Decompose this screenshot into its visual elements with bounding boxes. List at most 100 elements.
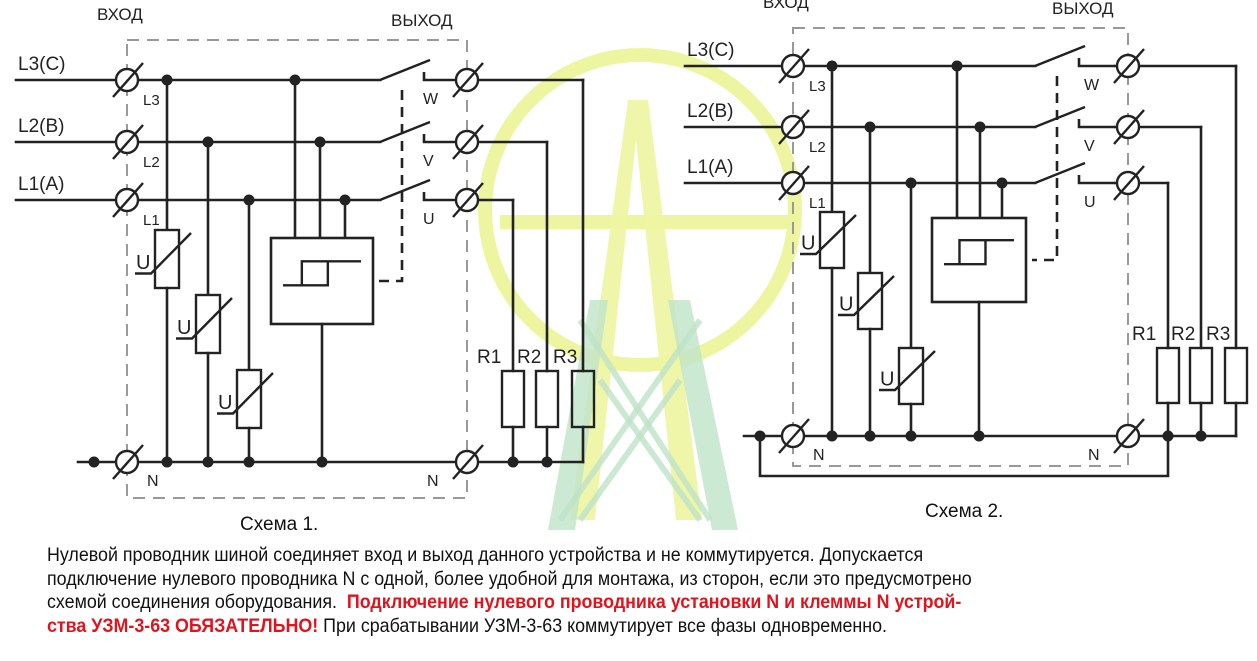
resistor-icon <box>534 369 560 429</box>
switch-blade <box>1034 105 1086 129</box>
input-terminal-icon <box>112 124 144 160</box>
output-terminal-label: W <box>423 91 439 108</box>
terminal-slash <box>778 109 810 145</box>
switch-contact-icon <box>1034 161 1115 185</box>
relay-block-icon <box>269 236 375 326</box>
varistor-symbol: U <box>880 369 894 391</box>
varistor-symbol: U <box>136 252 150 274</box>
input-terminal-label: L3 <box>809 78 826 95</box>
varistor-icon: U <box>135 228 192 290</box>
terminal-slash <box>778 165 810 201</box>
description-line-2: подключение нулевого проводника N с одно… <box>47 568 972 590</box>
terminal-slash <box>112 444 144 480</box>
switch-blade <box>1034 161 1086 185</box>
junction-dot <box>507 456 519 468</box>
supply-line-label: L1(A) <box>687 157 733 178</box>
input-header: ВХОД <box>763 0 809 12</box>
switch-blade <box>1034 44 1086 68</box>
switch-blade <box>379 120 431 144</box>
terminal-slash <box>112 62 144 98</box>
terminal-slash <box>1113 109 1145 145</box>
resistor-icon <box>1188 346 1214 405</box>
watermark-tower-top <box>570 100 702 520</box>
neutral-output-terminal-icon <box>452 444 484 480</box>
description-trip-note: При срабатывании УЗМ-3-63 коммутирует вс… <box>323 615 888 637</box>
input-terminal-label: L1 <box>809 195 826 212</box>
load-label: R3 <box>553 347 577 368</box>
varistor-icon: U <box>838 271 895 331</box>
output-header: ВЫХОД <box>1052 0 1114 18</box>
varistor-icon: U <box>176 293 233 355</box>
switch-contact-icon <box>379 58 460 82</box>
hysteresis-upper <box>283 260 361 287</box>
terminal-slash <box>1113 48 1145 84</box>
neutral-input-terminal-icon <box>112 444 144 480</box>
switch-fixed-contact <box>422 134 460 144</box>
varistor-nonlinear-mark <box>217 372 274 415</box>
junction-dot <box>541 456 553 468</box>
terminal-slash <box>112 124 144 160</box>
input-terminal-icon <box>112 62 144 98</box>
neutral-input-terminal-icon <box>778 418 810 454</box>
input-terminal-label: L2 <box>143 154 160 171</box>
neutral-input-label: N <box>147 473 159 490</box>
varistor-nonlinear-mark <box>879 350 936 392</box>
device-frame-dashed <box>126 39 468 499</box>
supply-line-label: L2(B) <box>18 116 64 137</box>
neutral-output-label: N <box>427 473 439 490</box>
hysteresis-lower <box>301 261 330 287</box>
varistor-nonlinear-mark <box>838 275 895 317</box>
junction-dot <box>88 456 100 468</box>
switch-contact-icon <box>379 120 460 144</box>
description-normal: схемой соединения оборудования. <box>47 592 337 613</box>
varistor-symbol: U <box>839 294 853 316</box>
terminal-slash <box>452 182 484 218</box>
output-terminal-label: U <box>423 211 435 228</box>
hysteresis-upper <box>944 238 1014 266</box>
scheme-2-caption: Схема 2. <box>925 501 1004 522</box>
output-terminal-icon <box>452 124 484 160</box>
watermark-lattice <box>577 378 683 522</box>
output-terminal-icon <box>1113 48 1145 84</box>
switch-fixed-contact <box>1077 175 1115 185</box>
neutral-warning: Подключение нулевого проводника установк… <box>346 592 962 613</box>
load-label: R3 <box>1206 324 1230 345</box>
switch-fixed-contact <box>422 192 460 202</box>
varistor-nonlinear-mark <box>176 297 233 340</box>
switch-blade <box>379 178 431 202</box>
watermark-lattice <box>597 378 703 522</box>
mechanical-link-dashed <box>379 90 404 283</box>
output-terminal-icon <box>1113 109 1145 145</box>
output-terminal-label: V <box>423 153 434 170</box>
watermark-ring <box>478 48 802 372</box>
power-tower-watermark <box>478 48 802 530</box>
output-terminal-label: U <box>1084 194 1096 211</box>
varistor-nonlinear-mark <box>135 232 192 275</box>
terminal-slash <box>452 124 484 160</box>
input-terminal-label: L2 <box>809 139 826 156</box>
output-terminal-icon <box>452 62 484 98</box>
load-label: R2 <box>1171 324 1195 345</box>
supply-line-label: L3(C) <box>18 54 66 75</box>
resistor-icon <box>500 369 526 429</box>
load-label: R1 <box>477 347 501 368</box>
terminal-slash <box>452 62 484 98</box>
neutral-bypass-wire <box>758 436 1170 478</box>
output-terminal-label: W <box>1084 77 1100 94</box>
hysteresis-lower <box>959 240 987 266</box>
switch-fixed-contact <box>1077 119 1115 129</box>
input-terminal-icon <box>778 48 810 84</box>
varistor-symbol: U <box>218 392 232 414</box>
supply-line-label: L2(B) <box>687 101 733 122</box>
terminal-slash <box>1113 165 1145 201</box>
input-header: ВХОД <box>97 5 143 24</box>
resistor-icon <box>1223 346 1249 405</box>
varistor-symbol: U <box>177 317 191 339</box>
watermark-tower-leg-right <box>668 300 738 530</box>
switch-contact-icon <box>1034 44 1115 68</box>
junction-dot <box>1195 430 1207 442</box>
neutral-input-label: N <box>813 447 825 464</box>
terminal-slash <box>778 418 810 454</box>
